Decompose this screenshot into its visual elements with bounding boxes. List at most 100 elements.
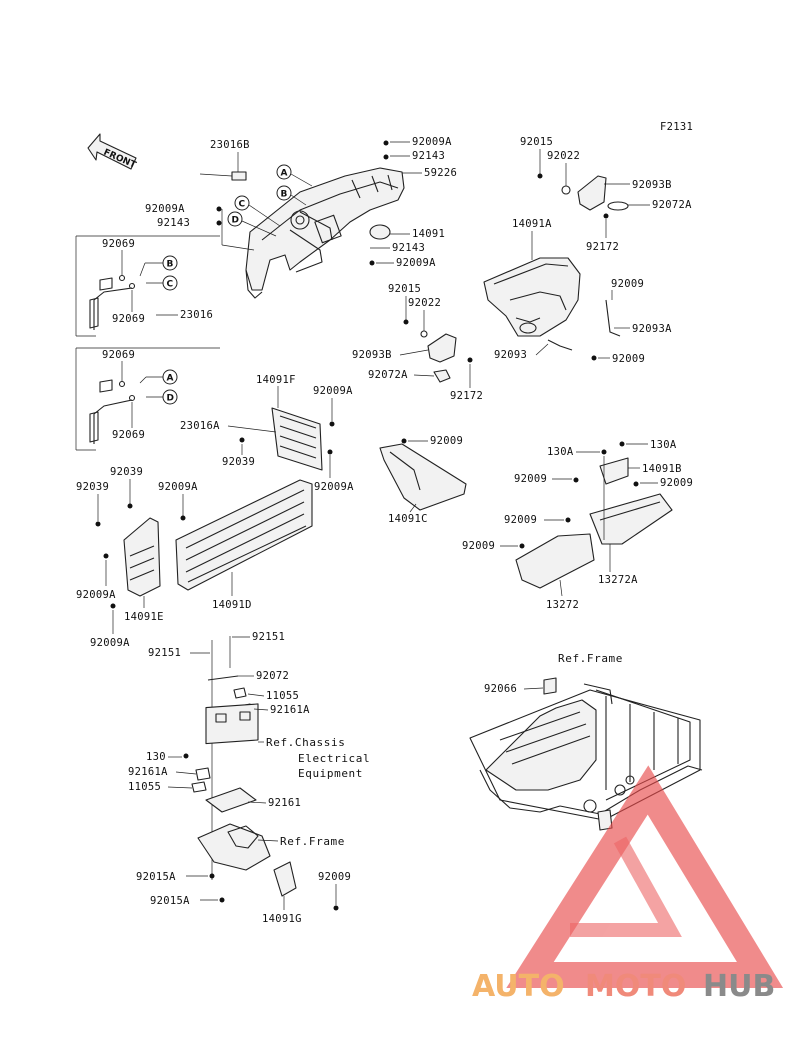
label-92039-b: 92039	[110, 466, 143, 478]
label-92093: 92093	[494, 349, 527, 361]
ref-chassis-2: Electrical	[298, 752, 370, 765]
label-92066: 92066	[484, 683, 517, 695]
watermark-hub: HUB	[703, 969, 775, 1004]
callout-a-top: A	[276, 164, 292, 180]
label-14091A: 14091A	[512, 218, 552, 230]
label-92015A-b: 92015A	[150, 895, 190, 907]
panel-14091F	[271, 407, 335, 471]
label-92022-center: 92022	[408, 297, 441, 309]
label-92072: 92072	[256, 670, 289, 682]
svg-text:D: D	[167, 394, 174, 404]
label-92015-center: 92015	[388, 283, 421, 295]
label-13272A: 13272A	[598, 574, 638, 586]
label-130A-b: 130A	[650, 439, 677, 451]
ref-chassis-1: Ref.Chassis	[266, 736, 345, 749]
callout-d-top: D	[227, 211, 243, 227]
label-92072A-center: 92072A	[368, 369, 408, 381]
label-92009-r1: 92009	[611, 278, 644, 290]
label-14091F: 14091F	[256, 374, 296, 386]
label-23016A: 23016A	[180, 420, 220, 432]
label-92069-b2: 92069	[112, 429, 145, 441]
label-13272: 13272	[546, 599, 579, 611]
svg-text:D: D	[232, 216, 239, 226]
callout-d-left: D	[162, 389, 178, 405]
knob-23016B	[199, 171, 247, 181]
label-14091: 14091	[412, 228, 445, 240]
front-arrow-icon	[87, 133, 137, 170]
label-92009A-left: 92009A	[145, 203, 185, 215]
label-23016B: 23016B	[210, 139, 250, 151]
label-92069-b1: 92069	[102, 349, 135, 361]
svg-text:C: C	[167, 280, 174, 290]
label-14091D: 14091D	[212, 599, 252, 611]
bracket-92093B-center	[403, 319, 473, 383]
callout-c-left: C	[162, 275, 178, 291]
label-92009A-e: 92009A	[314, 481, 354, 493]
svg-text:C: C	[239, 200, 246, 210]
label-92172-right: 92172	[586, 241, 619, 253]
ref-frame-bottom: Ref.Frame	[280, 835, 345, 848]
label-14091C: 14091C	[388, 513, 428, 525]
bracket-92093B-right	[537, 173, 629, 219]
label-92015-right: 92015	[520, 136, 553, 148]
label-92009-bt: 92009	[318, 871, 351, 883]
svg-text:B: B	[281, 190, 288, 200]
plate-13272	[515, 533, 595, 589]
automotohub-watermark-logo	[506, 765, 784, 988]
callout-b-left: B	[162, 255, 178, 271]
label-92151-b: 92151	[148, 647, 181, 659]
label-23016: 23016	[180, 309, 213, 321]
label-92009-s4: 92009	[462, 540, 495, 552]
watermark-moto: MOTO	[585, 969, 686, 1004]
label-92069-a1: 92069	[102, 238, 135, 250]
label-92093A: 92093A	[632, 323, 672, 335]
label-92151-a: 92151	[252, 631, 285, 643]
ref-chassis-3: Equipment	[298, 767, 363, 780]
watermark-auto: AUTO	[472, 969, 565, 1004]
svg-text:B: B	[167, 260, 174, 270]
label-92143-left: 92143	[157, 217, 190, 229]
label-14091G: 14091G	[262, 913, 302, 925]
chassis-frame	[469, 677, 703, 831]
label-92009-s2: 92009	[660, 477, 693, 489]
label-92009A-mid: 92009A	[396, 257, 436, 269]
label-92072A-right: 92072A	[652, 199, 692, 211]
ref-frame-top: Ref.Frame	[558, 652, 623, 665]
dash-frame-59226	[245, 167, 405, 299]
label-92172-center: 92172	[450, 390, 483, 402]
label-92009A-top: 92009A	[412, 136, 452, 148]
label-92022-right: 92022	[547, 150, 580, 162]
cover-14091C	[379, 438, 467, 511]
label-11055-b: 11055	[128, 781, 161, 793]
label-92009-cc: 92009	[430, 435, 463, 447]
label-92039-a: 92039	[222, 456, 255, 468]
label-92161A-a: 92161A	[270, 704, 310, 716]
label-130: 130	[146, 751, 166, 763]
label-92009A-h: 92009A	[90, 637, 130, 649]
label-92039-c: 92039	[76, 481, 109, 493]
plate-13272A	[565, 441, 673, 545]
label-11055-a: 11055	[266, 690, 299, 702]
label-92009-s3: 92009	[504, 514, 537, 526]
battery-assembly	[183, 636, 339, 911]
figure-code: F2131	[660, 121, 693, 133]
label-14091B: 14091B	[642, 463, 682, 475]
panel-14091E	[95, 503, 161, 609]
label-59226: 59226	[424, 167, 457, 179]
label-92009A-g: 92009A	[76, 589, 116, 601]
callout-a-left: A	[162, 369, 178, 385]
svg-text:A: A	[167, 374, 174, 384]
label-92015A-a: 92015A	[136, 871, 176, 883]
label-92069-a2: 92069	[112, 313, 145, 325]
label-92161: 92161	[268, 797, 301, 809]
label-130A-a: 130A	[547, 446, 574, 458]
box-linkage-upper	[75, 235, 220, 337]
label-92143-top: 92143	[412, 150, 445, 162]
callout-c-top: C	[234, 195, 250, 211]
callout-b-top: B	[276, 185, 292, 201]
label-92009A-d: 92009A	[158, 481, 198, 493]
panel-14091D	[175, 479, 313, 591]
label-92143-mid: 92143	[392, 242, 425, 254]
label-92009A-f: 92009A	[313, 385, 353, 397]
